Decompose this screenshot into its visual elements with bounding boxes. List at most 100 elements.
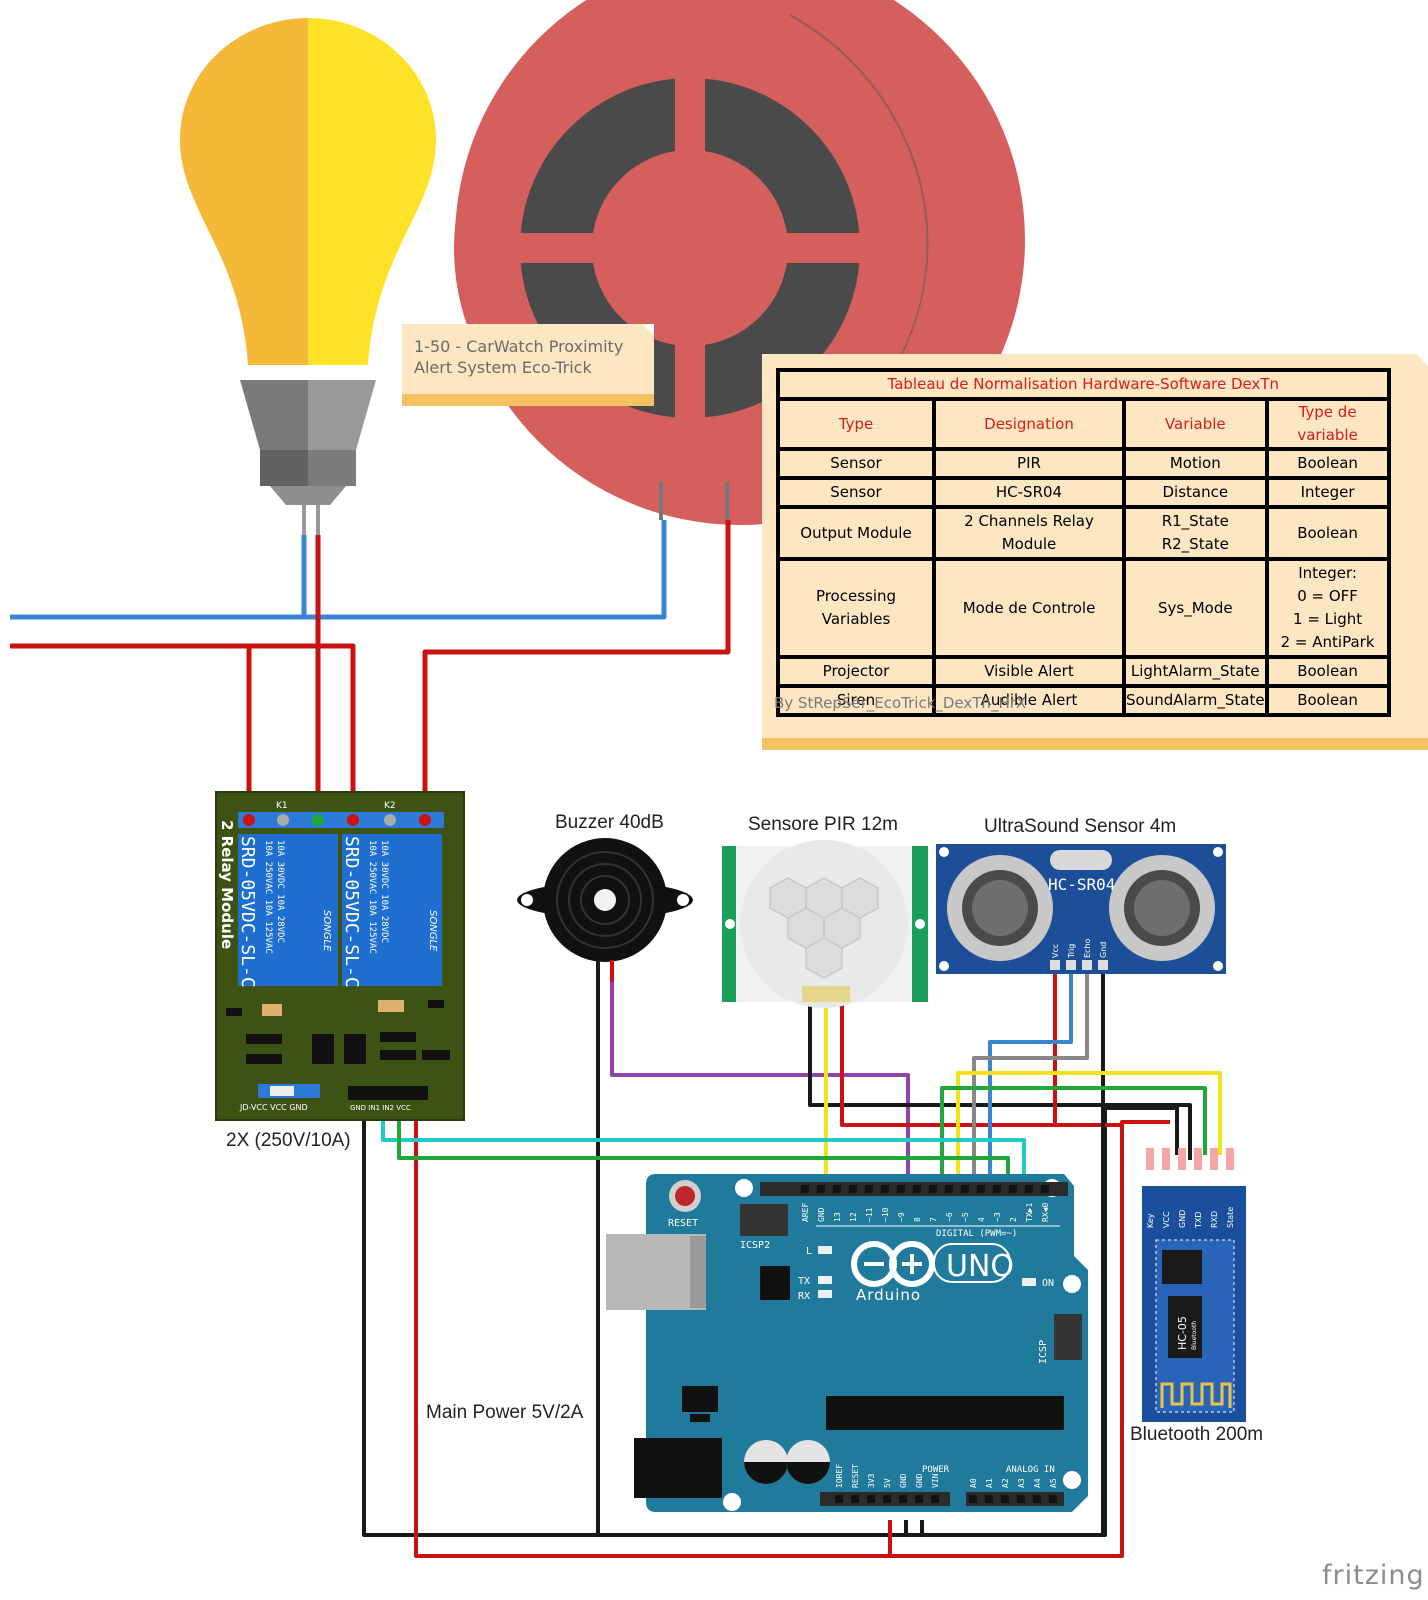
arduino-analog-pin-3: A3 [1017,1478,1026,1488]
ultrasound-label: UltraSound Sensor 4m [984,816,1177,837]
arduino-power-pin-socket [883,1495,891,1503]
table-cell: Boolean [1264,684,1391,717]
signal-wires [362,968,1222,1558]
arduino-top-pin-13: 2 [1009,1217,1018,1222]
arduino-top-pin-12: ~3 [993,1212,1002,1222]
arduino-top-pin-8: 7 [929,1217,938,1222]
arduino-top-pin-socket [897,1185,905,1193]
table-cell: Integer [1264,476,1391,509]
arduino-icsp2-label: ICSP2 [740,1240,770,1251]
table-header: Variable [1122,397,1269,451]
mains-wires [10,520,731,815]
light-bulb [180,18,436,535]
arduino-top-pin-1: GND [817,1207,826,1222]
arduino-top-pin-socket [945,1185,953,1193]
arduino-model: UNO [946,1249,1014,1284]
table-cell: Boolean [1264,447,1391,480]
relay-2-spec-1: 10A 250VAC 10A 125VAC [367,840,377,954]
table-cell: Visible Alert [932,655,1126,688]
hc05-pin-gnd: GND [1178,1210,1187,1228]
table-cell: Sys_Mode [1122,557,1269,659]
hcsr04-pin-gnd: Gnd [1099,942,1108,958]
table-cell: 2 Channels Relay Module [932,505,1126,561]
arduino-analog-pin-socket [1049,1495,1057,1503]
table-cell: Distance [1122,476,1269,509]
table-cell: Sensor [776,476,936,509]
arduino-digital-label: DIGITAL (PWM=~) [936,1229,1017,1239]
relay-k2-label: K2 [384,801,396,811]
arduino-top-pin-socket [849,1185,857,1193]
hc05-pin-vcc: VCC [1162,1211,1171,1228]
hcsr04-pin-trig: Trig [1067,944,1076,959]
table-cell: Integer: 0 = OFF 1 = Light 2 = AntiPark [1264,557,1391,659]
arduino-power-pin-0: IOREF [835,1464,844,1488]
arduino-analog-pin-1: A1 [985,1478,994,1488]
table-row: Sensor PIR Motion Boolean [776,447,1391,480]
table-cell: Boolean [1264,505,1391,561]
table-byline: By StRepSer_EcoTrick_DexTn_HrX [774,694,1027,712]
arduino-analog-pin-5: A5 [1049,1478,1058,1488]
table-cell: Output Module [776,505,936,561]
table-cell: Siren [776,684,936,717]
arduino-top-pin-socket [929,1185,937,1193]
arduino-top-pin-socket [977,1185,985,1193]
hcsr04-pin-vcc: Vcc [1051,944,1060,958]
arduino-l-label: L [806,1246,812,1257]
arduino-top-pin-15: RX◀0 [1041,1203,1050,1222]
table-row: Projector Visible Alert LightAlarm_State… [776,655,1391,688]
arduino-power-pin-6: VIN [931,1473,940,1488]
arduino-power-pin-4: GND [899,1473,908,1488]
buzzer [517,838,693,982]
arduino-top-pin-socket [881,1185,889,1193]
arduino-icsp-label: ICSP [1038,1340,1049,1364]
arduino-top-pin-2: 13 [833,1212,842,1222]
arduino-power-pin-socket [899,1495,907,1503]
table-cell: HC-SR04 [932,476,1126,509]
arduino-power-label: POWER [922,1465,950,1475]
relay-1-spec-2: 10A 30VDC 10A 28VDC [275,840,285,943]
hcsr04-name: HC-SR04 [1048,875,1115,894]
arduino-logo [851,1241,1011,1287]
table-cell: Audible Alert [932,684,1126,717]
table-title: Tableau de Normalisation Hardware-Softwa… [776,368,1391,401]
arduino-top-pin-socket [817,1185,825,1193]
table-cell: Boolean [1264,655,1391,688]
project-note-line-2: Alert System Eco-Trick [414,358,592,377]
arduino-analog-pin-socket [1001,1495,1009,1503]
pir-label: Sensore PIR 12m [748,814,898,835]
arduino-top-pin-3: 12 [849,1212,858,1222]
arduino-analog-label: ANALOG IN [1006,1465,1055,1475]
relay-1-spec-1: 10A 250VAC 10A 125VAC [263,840,273,954]
arduino-power-pin-socket [931,1495,939,1503]
arduino-on-label: ON [1042,1278,1054,1289]
arduino-top-pin-socket [833,1185,841,1193]
arduino-analog-pin-2: A2 [1001,1478,1010,1488]
arduino-top-pin-socket [1009,1185,1017,1193]
arduino-top-pin-10: ~5 [961,1212,970,1222]
arduino-top-pin-socket [1041,1185,1049,1193]
arduino-analog-pin-socket [985,1495,993,1503]
arduino-power-pin-socket [835,1495,843,1503]
table-cell: PIR [932,447,1126,480]
arduino-top-pin-0: AREF [801,1203,810,1222]
pir-sensor [722,840,928,1008]
table-row: Processing Variables Mode de Controle Sy… [776,557,1391,659]
arduino-analog-pin-0: A0 [969,1478,978,1488]
relay-2-model: SRD-05VDC-SL-C [341,836,362,988]
arduino-tx-label: TX [798,1276,810,1287]
table-cell: R1_State R2_State [1122,505,1269,561]
table-header: Designation [932,397,1126,451]
arduino-top-pin-socket [865,1185,873,1193]
arduino-top-pin-14: TX▶1 [1025,1203,1034,1222]
arduino-uno: RESET ICSP2 DIGITAL (PWM=~) L TX RX UNO … [606,1174,1088,1512]
hc05-pin-rxd: RXD [1210,1211,1219,1228]
relay-rating-label: 2X (250V/10A) [226,1130,351,1151]
table-row: Output Module 2 Channels Relay Module R1… [776,505,1391,561]
relay-2-brand: SONGLE [427,910,438,952]
table-cell: Processing Variables [776,557,936,659]
arduino-top-pin-socket [993,1185,1001,1193]
arduino-top-pin-4: ~11 [865,1207,874,1222]
relay-k1-label: K1 [276,801,288,811]
arduino-power-pin-1: RESET [851,1464,860,1488]
